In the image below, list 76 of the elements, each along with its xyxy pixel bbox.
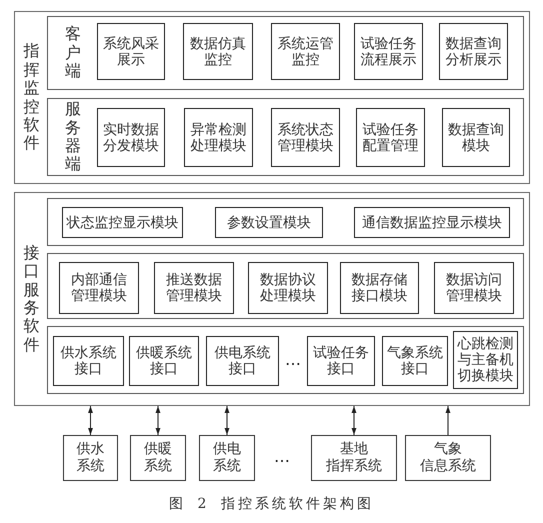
module-group-panel bbox=[47, 198, 524, 246]
module-name: 数据协议处理模块 bbox=[258, 272, 317, 304]
layer-title: 接口服务软件 bbox=[24, 244, 40, 354]
ellipsis-mark: … bbox=[274, 449, 290, 465]
module-box bbox=[340, 262, 419, 314]
arrow bbox=[446, 406, 450, 436]
module-name: 供暖系统接口 bbox=[134, 345, 193, 377]
module-name: 系统状态管理模块 bbox=[276, 122, 334, 154]
external-system-box bbox=[130, 435, 186, 481]
module-name: 数据查询分析展示 bbox=[444, 36, 502, 68]
arrow bbox=[352, 406, 356, 436]
system-name: 基地指挥系统 bbox=[326, 441, 382, 475]
module-name: 试验任务接口 bbox=[312, 345, 370, 377]
module-box bbox=[215, 207, 323, 238]
module-box bbox=[53, 336, 124, 386]
module-box bbox=[356, 108, 425, 167]
figure-caption: 图 2 指控系统软件架构图 bbox=[169, 495, 374, 513]
external-system-box bbox=[199, 435, 255, 481]
module-box bbox=[184, 108, 253, 167]
arrow bbox=[88, 406, 93, 436]
module-box bbox=[59, 262, 139, 314]
module-box bbox=[307, 336, 375, 386]
module-group-panel bbox=[47, 16, 524, 90]
module-box bbox=[62, 207, 183, 238]
module-box bbox=[97, 108, 165, 167]
module-box bbox=[154, 262, 234, 314]
system-name: 供电系统 bbox=[213, 441, 241, 475]
module-name: 状态监控显示模块 bbox=[66, 214, 178, 230]
module-group-panel bbox=[47, 98, 524, 176]
module-name: 系统运管监控 bbox=[276, 36, 334, 68]
module-name: 试验任务流程展示 bbox=[359, 36, 418, 68]
module-name: 参数设置模块 bbox=[227, 214, 311, 230]
system-name: 供暖系统 bbox=[144, 441, 172, 475]
group-title: 客户端 bbox=[65, 25, 81, 81]
module-name: 推送数据管理模块 bbox=[164, 272, 223, 304]
module-box bbox=[434, 262, 514, 314]
module-box bbox=[97, 23, 165, 80]
software-layer-panel bbox=[14, 192, 530, 406]
external-system-box bbox=[405, 435, 491, 481]
layer-title: 指挥监控软件 bbox=[24, 42, 40, 153]
module-box bbox=[248, 262, 328, 314]
arrow bbox=[224, 406, 230, 436]
module-box bbox=[271, 23, 340, 80]
module-group-panel bbox=[47, 253, 524, 319]
external-system-box bbox=[311, 435, 397, 481]
module-group-panel bbox=[47, 326, 524, 394]
module-name: 内部通信管理模块 bbox=[70, 272, 128, 304]
module-name: 异常检测处理模块 bbox=[189, 122, 248, 154]
module-name: 实时数据分发模块 bbox=[102, 122, 160, 154]
module-name: 气象系统接口 bbox=[386, 345, 444, 377]
software-layer-panel bbox=[14, 11, 530, 184]
module-name: 心跳检测与主备机切换模块 bbox=[456, 336, 514, 384]
module-box bbox=[271, 108, 340, 167]
module-box bbox=[382, 336, 448, 386]
module-box bbox=[439, 23, 508, 80]
module-name: 数据仿真监控 bbox=[188, 36, 247, 68]
module-box bbox=[183, 23, 253, 80]
module-name: 通信数据监控显示模块 bbox=[362, 214, 502, 230]
module-box bbox=[354, 207, 510, 238]
ellipsis-mark: … bbox=[285, 352, 301, 368]
module-name: 数据访问管理模块 bbox=[444, 272, 503, 304]
module-box bbox=[129, 336, 199, 386]
module-name: 供水系统接口 bbox=[59, 345, 118, 377]
module-box bbox=[206, 336, 279, 386]
module-name: 数据存储接口模块 bbox=[350, 272, 408, 304]
arrow bbox=[156, 406, 160, 436]
module-name: 数据查询模块 bbox=[446, 122, 505, 154]
module-box bbox=[442, 108, 510, 167]
system-name: 气象信息系统 bbox=[420, 441, 476, 475]
system-name: 供水系统 bbox=[76, 441, 104, 475]
module-name: 试验任务配置管理 bbox=[361, 122, 420, 154]
group-title: 服务器端 bbox=[65, 100, 81, 174]
module-name: 系统风采展示 bbox=[102, 36, 160, 68]
external-system-box bbox=[63, 435, 118, 481]
module-name: 供电系统接口 bbox=[213, 345, 272, 377]
module-box bbox=[354, 23, 423, 80]
